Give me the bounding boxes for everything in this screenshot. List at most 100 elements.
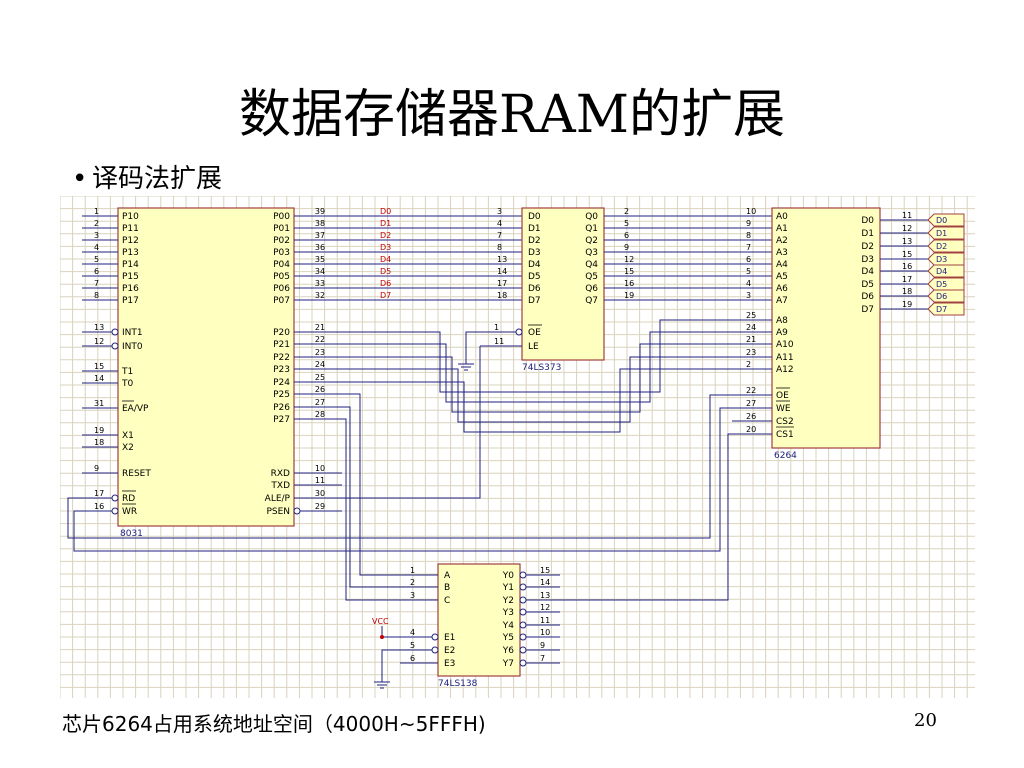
pin-number: 27 <box>315 398 325 407</box>
chip-name-8031: 8031 <box>120 529 143 539</box>
pin-label: T0 <box>121 379 133 389</box>
page-title: 数据存储器RAM的扩展 <box>239 85 785 145</box>
pin-number: 1 <box>494 323 499 332</box>
pin-number: 11 <box>494 337 504 346</box>
pin-label: D7 <box>861 305 874 315</box>
pin-number: 6 <box>746 255 751 264</box>
pin-label: P20 <box>273 328 290 338</box>
pin-label: D5 <box>528 272 541 282</box>
pin-label: A4 <box>776 260 788 270</box>
pin-number: 9 <box>624 243 629 252</box>
pin-number: 5 <box>410 641 415 650</box>
pin-number: 16 <box>94 502 104 511</box>
address-high-wire <box>342 356 732 423</box>
pin-number: 29 <box>315 502 325 511</box>
bus-label: D7 <box>380 291 391 300</box>
pin-number: 4 <box>410 628 415 637</box>
pin-number: 25 <box>315 373 325 382</box>
chip-name-6264: 6264 <box>774 451 797 461</box>
pin-number: 1 <box>410 566 415 575</box>
pin-number: 7 <box>94 279 99 288</box>
pin-label: Y2 <box>502 596 514 606</box>
pin-number: 19 <box>902 300 912 309</box>
pin-number: 36 <box>315 243 325 252</box>
inverter-bubble <box>519 583 527 591</box>
inverter-bubble <box>519 608 527 616</box>
pin-label: P16 <box>122 284 139 294</box>
pin-number: 13 <box>540 591 550 600</box>
pin-label: X2 <box>122 443 134 453</box>
pin-label: P01 <box>273 224 290 234</box>
pin-number: 20 <box>746 425 756 434</box>
pin-label: E2 <box>444 646 455 656</box>
pin-number: 19 <box>94 426 104 435</box>
data-port-label: D6 <box>936 292 947 301</box>
pin-label: D0 <box>861 216 874 226</box>
pin-number: 3 <box>497 207 502 216</box>
bus-label: D2 <box>380 231 391 240</box>
pin-number: 18 <box>94 438 104 447</box>
ale-wire <box>342 346 481 499</box>
ground-wire <box>381 649 400 682</box>
pin-number: 9 <box>94 464 99 473</box>
pin-number: 22 <box>746 386 756 395</box>
bus-label: D5 <box>380 267 391 276</box>
pin-label: INT0 <box>122 342 143 352</box>
pin-label: A7 <box>776 296 788 306</box>
pin-label: E1 <box>444 633 455 643</box>
pin-label: D0 <box>528 212 541 222</box>
pin-label: P06 <box>273 284 290 294</box>
data-port-label: D7 <box>936 305 947 314</box>
pin-label: D5 <box>861 280 874 290</box>
pin-number: 7 <box>540 654 545 663</box>
pin-label: P25 <box>273 390 290 400</box>
pin-label: D2 <box>861 242 874 252</box>
inverter-bubble <box>519 646 527 654</box>
data-port-label: D4 <box>936 267 947 276</box>
pin-number: 15 <box>540 566 550 575</box>
pin-label: Y7 <box>502 659 514 669</box>
decoder-c-wire <box>342 418 400 601</box>
inverter-bubble <box>431 633 439 641</box>
pin-number: 15 <box>94 362 104 371</box>
bullet-dot-icon: • <box>72 164 88 194</box>
oe-ground-wire <box>465 331 490 364</box>
pin-number: 39 <box>315 207 325 216</box>
pin-label: P27 <box>273 415 290 425</box>
pin-label: TXD <box>270 481 290 491</box>
bus-label: D4 <box>380 255 391 264</box>
pin-number: 3 <box>94 231 99 240</box>
pin-label: D6 <box>861 292 874 302</box>
pin-number: 27 <box>746 399 756 408</box>
pin-number: 9 <box>746 219 751 228</box>
pin-number: 8 <box>746 231 751 240</box>
pin-number: 2 <box>94 219 99 228</box>
bullet-text: 译码法扩展 <box>92 164 223 194</box>
pin-number: 6 <box>94 267 99 276</box>
pin-label: Y0 <box>502 571 514 581</box>
pin-label: P17 <box>122 296 139 306</box>
pin-label: A12 <box>776 365 794 375</box>
inverter-bubble <box>515 328 523 336</box>
pin-label: CS2 <box>776 417 794 427</box>
pin-label: RESET <box>122 469 151 479</box>
rd-wire <box>67 394 732 539</box>
pin-label: P00 <box>273 212 290 222</box>
data-port-label: D5 <box>936 280 947 289</box>
pin-label: RXD <box>271 469 290 479</box>
data-port-tag <box>927 277 965 291</box>
pin-number: 7 <box>746 243 751 252</box>
pin-number: 28 <box>315 410 325 419</box>
pin-number: 17 <box>94 489 104 498</box>
data-port-tag <box>927 252 965 266</box>
pin-number: 12 <box>902 224 912 233</box>
pin-label: P22 <box>273 353 290 363</box>
pin-label: Q0 <box>585 212 598 222</box>
inverter-bubble <box>293 507 301 515</box>
pin-label: A3 <box>776 248 788 258</box>
pin-number: 24 <box>315 360 325 369</box>
pin-number: 21 <box>746 335 756 344</box>
pin-number: 24 <box>746 323 756 332</box>
pin-number: 11 <box>540 616 550 625</box>
pin-number: 14 <box>94 374 104 383</box>
